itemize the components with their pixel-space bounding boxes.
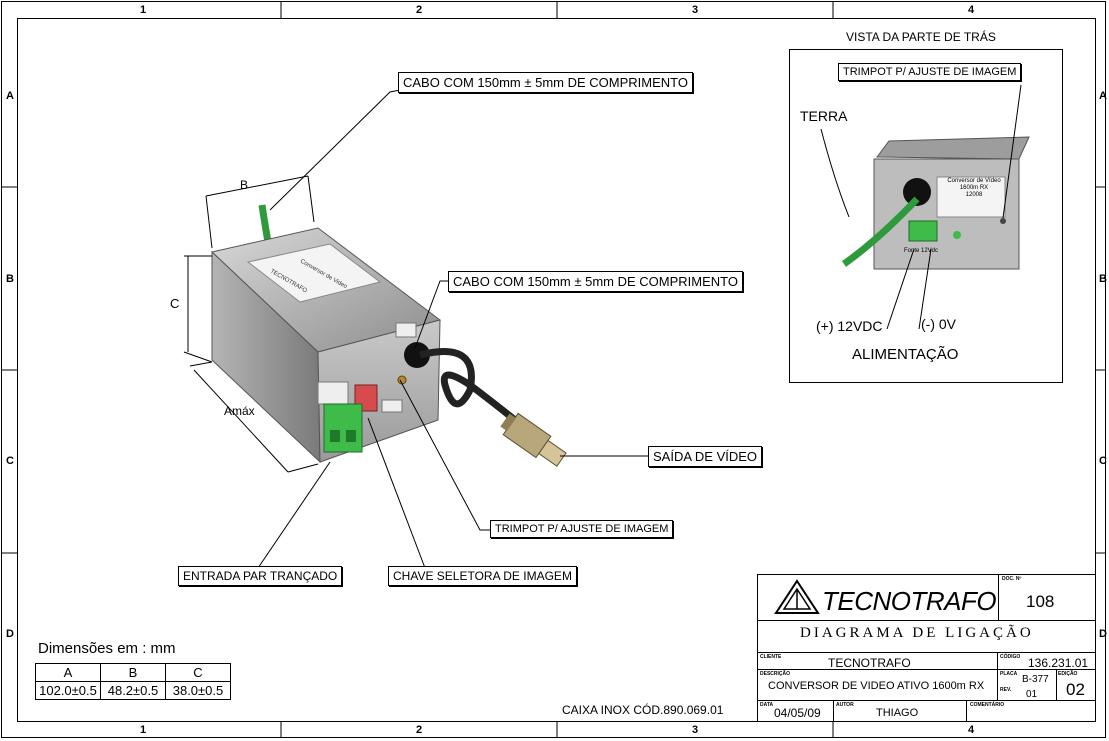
tb-divider-3	[757, 669, 1096, 670]
callout-cable-mid: CABO COM 150mm ± 5mm DE COMPRIMENTO	[448, 271, 743, 292]
rear-plus-label: (+) 12VDC	[816, 318, 883, 334]
callout-trimpot: TRIMPOT P/ AJUSTE DE IMAGEM	[490, 520, 674, 538]
author-label: AUTOR	[836, 702, 854, 708]
zone-col-2-top: 2	[416, 4, 423, 16]
housing-note: CAIXA INOX CÓD.890.069.01	[562, 703, 724, 717]
rear-callout-trimpot: TRIMPOT P/ AJUSTE DE IMAGEM	[838, 63, 1022, 81]
zone-row-a-left: A	[6, 90, 14, 102]
client-label: CLIENTE	[760, 654, 782, 660]
comments-label: COMENTÁRIO	[970, 702, 1005, 708]
author-value: THIAGO	[876, 707, 919, 719]
title-block	[757, 574, 1096, 722]
tb-divider-2	[757, 652, 1096, 653]
drawing-border-inner	[17, 18, 1096, 722]
dim-value-c: 38.0±0.5	[165, 681, 231, 700]
rear-ground-label: TERRA	[800, 108, 848, 124]
date-label: DATA	[760, 702, 774, 708]
callout-selector: CHAVE SELETORA DE IMAGEM	[388, 566, 577, 586]
zone-col-2-bottom: 2	[416, 724, 423, 736]
diagram-title: DIAGRAMA DE LIGAÇÃO	[800, 625, 1034, 641]
dimensions-value-row: 102.0±0.5 48.2±0.5 38.0±0.5	[35, 681, 231, 700]
client-value: TECNOTRAFO	[828, 656, 911, 670]
dimensions-table: A B C 102.0±0.5 48.2±0.5 38.0±0.5	[35, 663, 231, 700]
zone-col-3-top: 3	[692, 4, 699, 16]
tb-vdivider-2	[1056, 669, 1057, 700]
dim-label-a: Amáx	[224, 404, 255, 418]
board-value: B-377	[1022, 674, 1049, 685]
dim-label-b: B	[240, 178, 249, 192]
doc-no-label: DOC. Nº	[1002, 576, 1022, 582]
rear-sticker-line-1: Conversor de Vídeo	[947, 178, 1001, 184]
code-value: 136.231.01	[1028, 656, 1089, 670]
zone-row-d-left: D	[6, 628, 14, 640]
zone-row-a-right: A	[1099, 90, 1107, 102]
rear-view-title: VISTA DA PARTE DE TRÁS	[846, 30, 996, 44]
dim-value-b: 48.2±0.5	[100, 681, 166, 700]
rear-power-label: ALIMENTAÇÃO	[852, 346, 959, 363]
desc-label: DESCRIÇÃO	[760, 671, 791, 677]
tb-divider-4	[757, 700, 1096, 701]
logo-cell	[757, 574, 999, 620]
desc-value: CONVERSOR DE VIDEO ATIVO 1600m RX	[768, 680, 985, 692]
rear-terminal-label: Fonte 12Vdc	[904, 248, 939, 254]
zone-row-d-right: D	[1099, 628, 1107, 640]
code-label: CÓDIGO	[1000, 654, 1021, 660]
dimensions-header-row: A B C	[35, 663, 231, 682]
dim-header-a: A	[35, 663, 101, 682]
callout-pair-input: ENTRADA PAR TRANÇADO	[178, 566, 343, 586]
tb-vdivider-3	[833, 700, 834, 722]
zone-col-4-top: 4	[968, 4, 975, 16]
zone-row-c-right: C	[1099, 455, 1107, 467]
tb-vdivider-4	[966, 700, 967, 722]
tecnotrafo-logo-icon	[774, 579, 820, 614]
rear-sticker-line-3: 12008	[965, 192, 983, 198]
zone-col-1-top: 1	[140, 4, 147, 16]
dim-header-b: B	[100, 663, 166, 682]
dim-label-c: C	[170, 296, 180, 311]
tb-divider-1	[757, 620, 1096, 621]
zone-col-4-bottom: 4	[968, 724, 975, 736]
rear-minus-label: (-) 0V	[921, 316, 956, 332]
board-label: PLACA	[1000, 671, 1018, 677]
rear-sticker: Conversor de Vídeo 1600m RX 12008	[941, 178, 1007, 199]
doc-number: 108	[1026, 592, 1055, 611]
callout-cable-top: CABO COM 150mm ± 5mm DE COMPRIMENTO	[398, 72, 693, 93]
zone-row-b-left: B	[6, 273, 14, 285]
zone-row-c-left: C	[6, 455, 14, 467]
rear-view-photo	[820, 84, 1030, 330]
zone-col-3-bottom: 3	[692, 724, 699, 736]
zone-col-1-bottom: 1	[140, 724, 147, 736]
rev-label: REV.	[1000, 687, 1012, 693]
rear-view-panel	[789, 49, 1063, 383]
zone-row-b-right: B	[1099, 273, 1107, 285]
tb-vdivider	[997, 652, 998, 700]
dim-value-a: 102.0±0.5	[35, 681, 101, 700]
edition-label: EDIÇÃO	[1058, 671, 1078, 677]
company-logo-text: TECNOTRAFO	[822, 586, 997, 616]
dimensions-title: Dimensões em : mm	[38, 640, 176, 657]
date-value: 04/05/09	[774, 706, 821, 720]
callout-video-out: SAÍDA DE VÍDEO	[648, 446, 763, 467]
dim-header-c: C	[165, 663, 231, 682]
rear-sticker-line-2: 1600m RX	[959, 185, 989, 191]
rev-value: 01	[1026, 689, 1038, 700]
edition-value: 02	[1066, 680, 1085, 699]
